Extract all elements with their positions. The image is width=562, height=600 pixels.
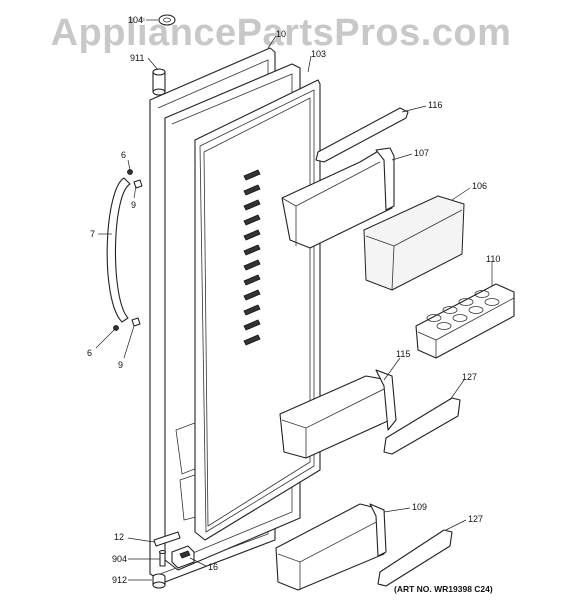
- callout-109: 109: [412, 502, 427, 512]
- hinge-closure-16[interactable]: [171, 545, 195, 569]
- callout-6-upper: 6: [121, 150, 126, 160]
- callout-12: 12: [114, 532, 124, 542]
- callout-116: 116: [428, 100, 442, 110]
- door-bin-115[interactable]: [279, 369, 397, 459]
- bin-trim-116[interactable]: [315, 107, 409, 163]
- callout-6-lower: 6: [87, 348, 92, 358]
- callout-labels: 104 911 10 103 116 107 106 110 115 127 1…: [87, 15, 500, 585]
- hinge-bushing-912[interactable]: [152, 573, 166, 589]
- callout-904: 904: [112, 554, 127, 564]
- callout-104: 104: [128, 15, 143, 25]
- dairy-cover-106[interactable]: [363, 195, 465, 291]
- door-handle[interactable]: [106, 177, 131, 323]
- handle-screw-top[interactable]: [127, 169, 133, 175]
- callout-106: 106: [472, 181, 487, 191]
- hinge-pin-904[interactable]: [158, 549, 167, 567]
- hinge-bushing-104[interactable]: [158, 14, 176, 26]
- callout-115: 115: [396, 349, 410, 359]
- handle-cap-bottom[interactable]: [131, 317, 141, 327]
- hinge-pin-911[interactable]: [152, 68, 166, 96]
- door-bin-109[interactable]: [275, 503, 387, 591]
- handle-cap-top[interactable]: [133, 179, 143, 189]
- handle-screw-bottom[interactable]: [113, 325, 119, 331]
- bin-trim-127-lower[interactable]: [377, 529, 453, 587]
- callout-9-lower: 9: [118, 360, 123, 370]
- callout-10: 10: [276, 29, 286, 39]
- callout-16: 16: [208, 562, 218, 572]
- leader-lines: [95, 19, 493, 581]
- door-bin-107[interactable]: [281, 147, 395, 249]
- callout-127-lower: 127: [468, 514, 483, 524]
- egg-tray-110[interactable]: [415, 283, 515, 359]
- egg-cups: [426, 290, 500, 330]
- callout-107: 107: [414, 148, 429, 158]
- callout-912: 912: [112, 575, 127, 585]
- callout-7: 7: [90, 229, 95, 239]
- callout-9-upper: 9: [131, 200, 136, 210]
- callout-911: 911: [130, 53, 144, 63]
- art-number: (ART NO. WR19398 C24): [394, 584, 493, 594]
- callout-110: 110: [486, 254, 500, 264]
- callout-103: 103: [311, 49, 326, 59]
- callout-127-upper: 127: [462, 372, 477, 382]
- bin-trim-127-upper[interactable]: [383, 397, 461, 455]
- hinge-cam-12[interactable]: [153, 531, 181, 547]
- shelf-support-ribs: [243, 169, 261, 346]
